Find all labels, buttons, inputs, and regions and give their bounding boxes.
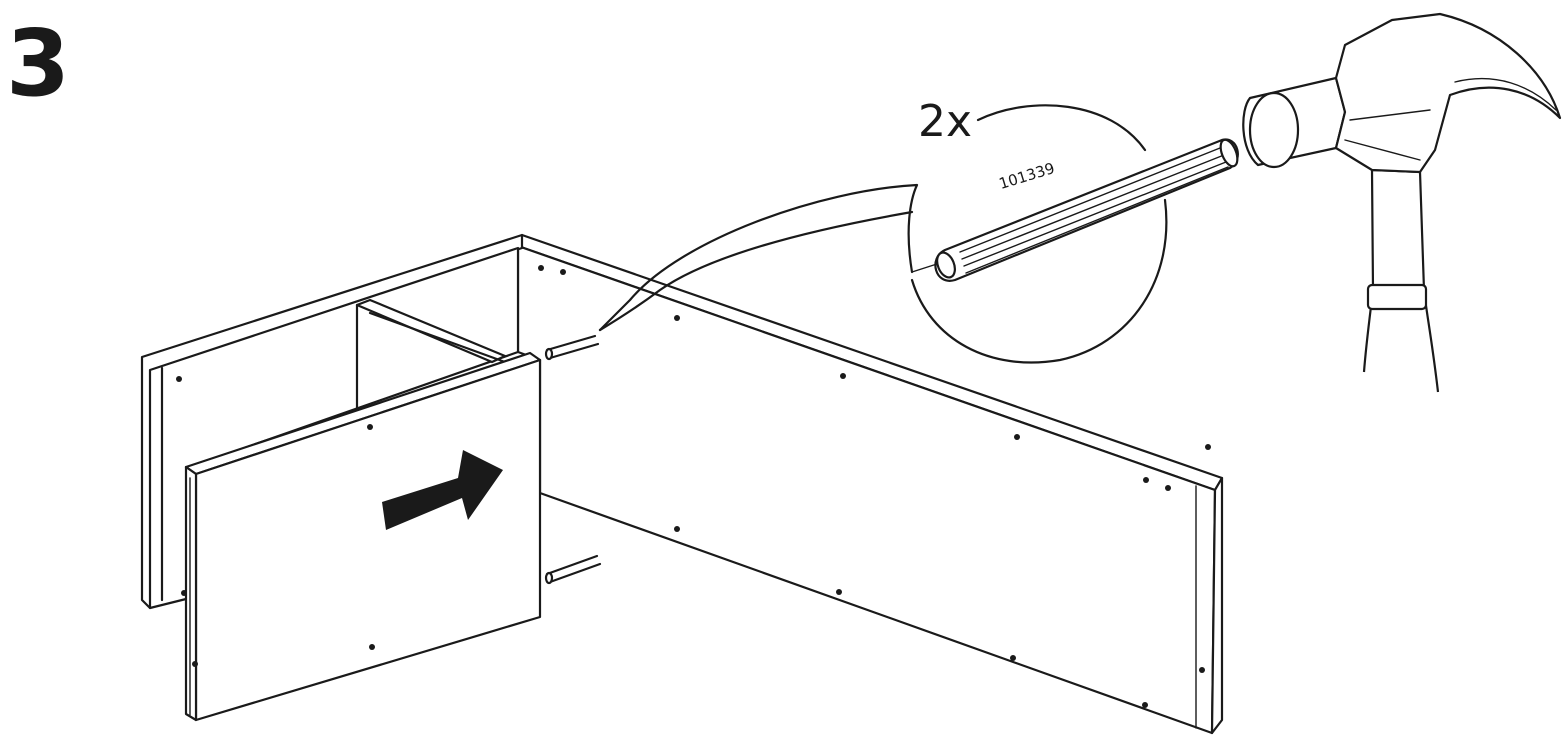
dowel-bottom: [544, 554, 602, 585]
long-panel: [516, 233, 1224, 735]
quantity-label: 2x: [918, 96, 973, 147]
hammer-icon: [1242, 12, 1562, 393]
detail-callout-bubble: [598, 104, 1168, 364]
push-direction-arrow-icon: [382, 450, 503, 530]
dowel-top: [544, 334, 600, 361]
step-number: 3: [6, 10, 71, 117]
front-panel: [184, 351, 542, 722]
divider-panel: [355, 298, 507, 412]
screw-holes: [176, 265, 1211, 708]
wooden-dowel-icon: [934, 138, 1239, 282]
